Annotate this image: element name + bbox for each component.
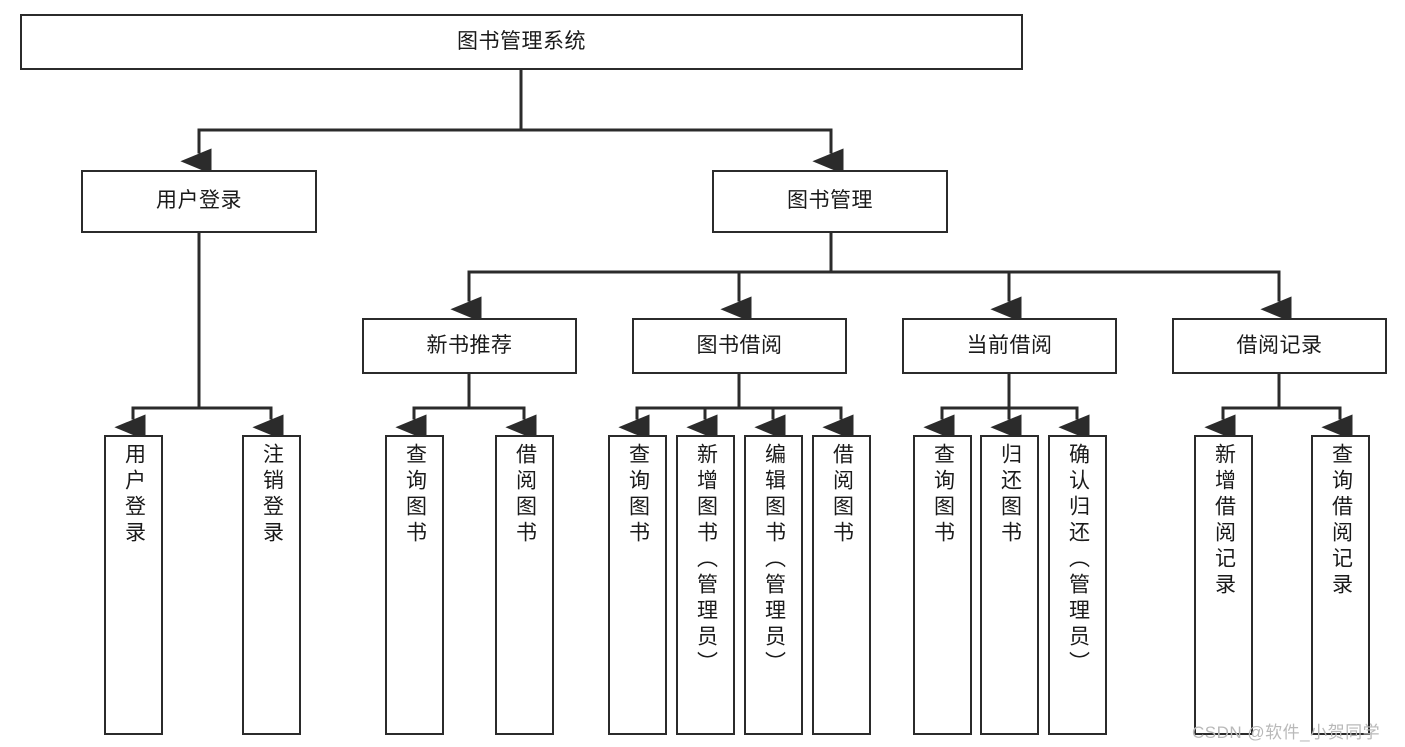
- leaf-book-borrow-query[interactable]: 查询图书: [608, 435, 667, 735]
- node-label: 查询借阅记录: [1329, 443, 1353, 599]
- leaf-current-borrow-return[interactable]: 归还图书: [980, 435, 1039, 735]
- node-current-borrow[interactable]: 当前借阅: [902, 318, 1117, 374]
- node-label: 注销登录: [260, 443, 284, 547]
- node-label: 编辑图书（管理员）: [762, 443, 786, 677]
- node-book-management[interactable]: 图书管理: [712, 170, 948, 233]
- edge-root-to-level2: [180, 68, 844, 175]
- leaf-borrow-record-add[interactable]: 新增借阅记录: [1194, 435, 1253, 735]
- node-label: 用户登录: [156, 189, 242, 213]
- node-label: 图书借阅: [696, 333, 783, 357]
- node-label: 借阅记录: [1236, 333, 1323, 357]
- node-borrow-record[interactable]: 借阅记录: [1172, 318, 1387, 374]
- node-book-borrow[interactable]: 图书借阅: [632, 318, 847, 374]
- leaf-current-borrow-confirm-return[interactable]: 确认归还（管理员）: [1048, 435, 1107, 735]
- node-label: 新增图书（管理员）: [694, 443, 718, 677]
- edge-borrow-record-to-leaves: [1204, 372, 1353, 441]
- edge-new-book-to-leaves: [395, 372, 537, 441]
- leaf-current-borrow-query[interactable]: 查询图书: [913, 435, 972, 735]
- node-label: 查询图书: [931, 443, 955, 547]
- node-label: 当前借阅: [966, 333, 1053, 357]
- leaf-new-book-borrow[interactable]: 借阅图书: [495, 435, 554, 735]
- leaf-user-login-logout[interactable]: 注销登录: [242, 435, 301, 735]
- watermark-text: CSDN @软件_小贺同学: [1192, 723, 1381, 742]
- edge-book-borrow-to-leaves: [618, 372, 854, 441]
- node-label: 图书管理: [787, 189, 873, 213]
- leaf-book-borrow-add[interactable]: 新增图书（管理员）: [676, 435, 735, 735]
- node-label: 查询图书: [626, 443, 650, 547]
- node-label: 新书推荐: [426, 333, 513, 357]
- leaf-new-book-query[interactable]: 查询图书: [385, 435, 444, 735]
- node-label: 借阅图书: [513, 443, 537, 547]
- leaf-book-borrow-borrow[interactable]: 借阅图书: [812, 435, 871, 735]
- leaf-user-login-login[interactable]: 用户登录: [104, 435, 163, 735]
- node-label: 借阅图书: [830, 443, 854, 547]
- node-user-login[interactable]: 用户登录: [81, 170, 317, 233]
- leaf-book-borrow-edit[interactable]: 编辑图书（管理员）: [744, 435, 803, 735]
- csdn-watermark: CSDN @软件_小贺同学: [1192, 718, 1380, 743]
- node-label: 归还图书: [998, 443, 1022, 547]
- node-label: 新增借阅记录: [1212, 443, 1236, 599]
- node-root-book-management-system[interactable]: 图书管理系统: [20, 14, 1023, 70]
- edge-user-login-to-leaves: [114, 231, 284, 441]
- edge-current-borrow-to-leaves: [923, 372, 1090, 441]
- edge-book-manage-to-level3: [450, 231, 1292, 323]
- leaf-borrow-record-query[interactable]: 查询借阅记录: [1311, 435, 1370, 735]
- node-new-book-recommend[interactable]: 新书推荐: [362, 318, 577, 374]
- node-label: 用户登录: [122, 443, 146, 547]
- node-label: 图书管理系统: [457, 29, 586, 53]
- node-label: 确认归还（管理员）: [1066, 443, 1090, 677]
- node-label: 查询图书: [403, 443, 427, 547]
